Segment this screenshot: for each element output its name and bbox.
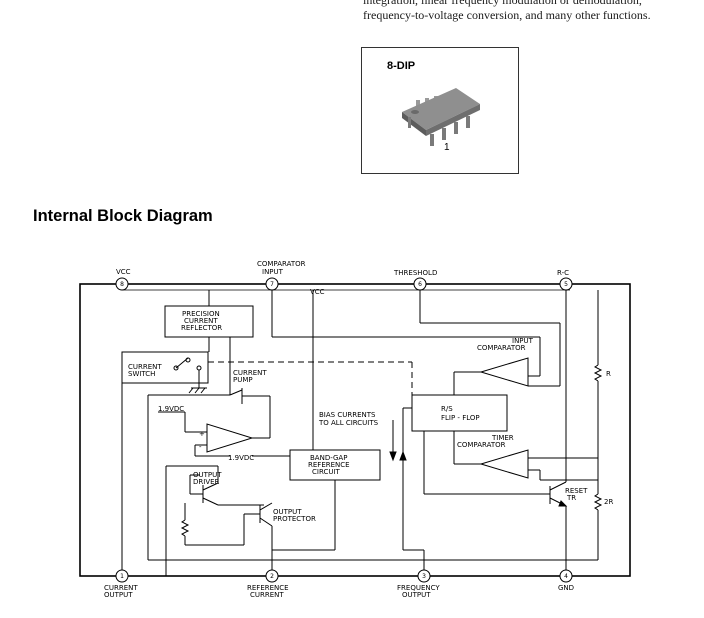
threshold-label: THRESHOLD (393, 269, 437, 277)
pin-5-circle (559, 277, 573, 291)
reset-label-2: TR (566, 494, 576, 502)
reflector-label-1: PRECISION (182, 310, 220, 318)
bias-label-2: TO ALL CIRCUITS (318, 419, 379, 427)
pin-8-number: 8 (120, 281, 124, 288)
comparator-input-label-2: INPUT (262, 268, 284, 276)
intro-text: integration, linear frequency modulation… (363, 0, 693, 23)
current-output-label-2: OUTPUT (104, 591, 133, 599)
pin-1-number: 1 (120, 573, 124, 580)
output-protector-label-2: PROTECTOR (273, 515, 316, 523)
package-figure: 8-DIP 1 (361, 47, 519, 174)
frequency-output-label-1: FREQUENCY (397, 584, 440, 592)
bandgap-label-1: BAND-GAP (310, 454, 347, 462)
r-label: R (606, 370, 611, 378)
input-comparator-label-2: COMPARATOR (477, 344, 526, 352)
timer-comparator-label-1: TIMER (491, 434, 514, 442)
timer-comparator-label-2: COMPARATOR (457, 441, 506, 449)
section-title: Internal Block Diagram (33, 207, 213, 225)
output-driver-label-2: DRIVER (193, 478, 220, 486)
pin-2-number: 2 (270, 573, 274, 580)
bandgap-label-3: CIRCUIT (312, 468, 341, 476)
reflector-label-2: CURRENT (184, 317, 218, 325)
frequency-output-label-2: OUTPUT (402, 591, 431, 599)
pin-5-number: 5 (564, 281, 568, 288)
package-label: 8-DIP (387, 60, 416, 72)
v19-top-label: 1.9VDC (158, 405, 184, 413)
reference-current-label-2: CURRENT (250, 591, 284, 599)
minus-sign: - (199, 443, 202, 451)
switch-label-1: CURRENT (128, 363, 162, 371)
vcc-pin-label: VCC (116, 268, 131, 276)
pin-4-number: 4 (564, 573, 568, 580)
pin-2-circle (265, 569, 279, 583)
pin-6-number: 6 (418, 281, 422, 288)
current-output-label-1: CURRENT (104, 584, 138, 592)
pin-7-number: 7 (270, 281, 274, 288)
pin-7-circle (265, 277, 279, 291)
bias-label-1: BIAS CURRENTS (319, 411, 376, 419)
reset-label-1: RESET (565, 487, 588, 495)
pin-4-circle (559, 569, 573, 583)
intro-line-1: integration, linear frequency modulation… (363, 0, 642, 7)
pump-label-1: CURRENT (233, 369, 267, 377)
r2-label: 2R (604, 498, 613, 506)
flipflop-label-1: R/S (441, 405, 453, 413)
reference-current-label-1: REFERENCE (247, 584, 289, 592)
rc-label: R-C (557, 269, 569, 277)
vcc-inner-label: VCC (310, 288, 325, 296)
pin-3-number: 3 (422, 573, 426, 580)
input-comparator-label-1: INPUT (512, 337, 534, 345)
output-driver-label-1: OUTPUT (193, 471, 222, 479)
pin-1-label: 1 (444, 142, 450, 153)
output-protector-label-1: OUTPUT (273, 508, 302, 516)
gnd-label: GND (558, 584, 574, 592)
pin-1-circle (115, 569, 129, 583)
v19-bottom-label: 1.9VDC (228, 454, 254, 462)
bandgap-label-2: REFERENCE (308, 461, 350, 469)
plus-sign: + (199, 430, 205, 438)
pin-8-circle (115, 277, 129, 291)
dip-chip-image: 1 (402, 88, 480, 153)
flipflop-label-2: FLIP - FLOP (441, 414, 480, 422)
pin-6-circle (413, 277, 427, 291)
pin-3-circle (417, 569, 431, 583)
intro-line-2: frequency-to-voltage conversion, and man… (363, 8, 651, 22)
switch-label-2: SWITCH (128, 370, 155, 378)
pump-label-2: PUMP (233, 376, 253, 384)
reflector-label-3: REFLECTOR (181, 324, 222, 332)
comparator-input-label-1: COMPARATOR (257, 260, 306, 268)
